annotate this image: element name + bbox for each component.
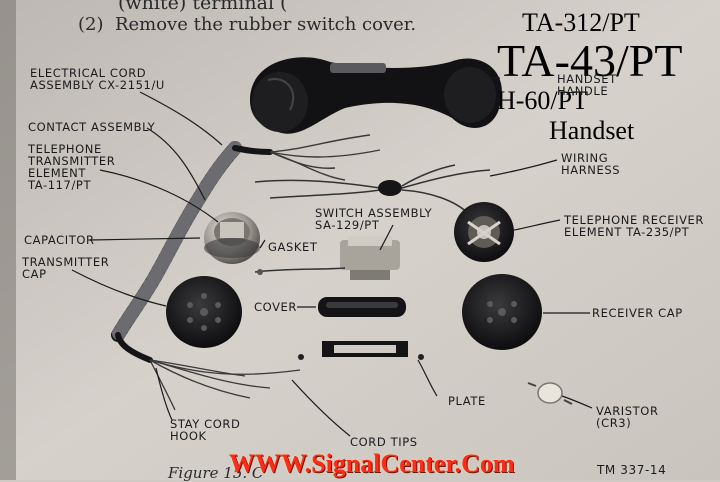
cord-tip-wires (149, 359, 301, 411)
callout-handset-handle: HANDSET HANDLE (557, 72, 617, 98)
handset-handle (250, 57, 502, 134)
header-partial: (white) terminal ( (118, 0, 288, 14)
callout-cover: COVER (254, 300, 298, 314)
plate (298, 341, 424, 360)
signalcenter-credit: WWW.SignalCenter.Com (229, 449, 515, 478)
callout-electrical-cord: ELECTRICAL CORD ASSEMBLY CX-2151/U (30, 66, 165, 92)
callout-cord-tips: CORD TIPS (350, 435, 418, 449)
cover (318, 297, 406, 317)
callout-contact-assembly: CONTACT ASSEMBLY (28, 120, 156, 134)
figure-caption-partial: Figure 15. C (168, 464, 264, 482)
callout-switch-assembly: SWITCH ASSEMBLY SA-129/PT (315, 206, 433, 232)
model-number-h60: H-60/PT (497, 86, 588, 115)
callout-transmitter-cap: TRANSMITTER CAP (22, 255, 110, 281)
switch-assembly (254, 236, 400, 280)
model-number-ta312: TA-312/PT (522, 8, 640, 37)
instruction-text: (2) Remove the rubber switch cover. (78, 14, 417, 35)
callout-transmitter-element: TELEPHONE TRANSMITTER ELEMENT TA-117/PT (28, 142, 116, 192)
cord-top-wires (269, 134, 381, 181)
callout-stay-cord-hook: STAY CORD HOOK (170, 417, 241, 443)
transmitter-cap (166, 276, 242, 348)
callout-gasket: GASKET (268, 240, 318, 254)
receiver-cap (462, 274, 542, 350)
callout-receiver-element: TELEPHONE RECEIVER ELEMENT TA-235/PT (564, 213, 704, 239)
callout-capacitor: CAPACITOR (24, 233, 95, 247)
varistor (527, 382, 573, 405)
coiled-cord (111, 141, 273, 363)
transmitter-element (204, 212, 260, 264)
leader-lines (71, 77, 593, 437)
callout-receiver-cap: RECEIVER CAP (592, 306, 683, 320)
binding-shadow (0, 0, 16, 480)
callout-wiring-harness: WIRING HARNESS (561, 151, 621, 177)
receiver-element (454, 202, 514, 262)
wiring-harness (254, 164, 491, 216)
model-number-ta43: TA-43/PT (497, 35, 683, 86)
tm-code: TM 337-14 (597, 463, 667, 477)
model-word-handset: Handset (549, 116, 635, 145)
callout-plate: PLATE (448, 394, 486, 408)
callout-varistor: VARISTOR (CR3) (596, 404, 659, 430)
